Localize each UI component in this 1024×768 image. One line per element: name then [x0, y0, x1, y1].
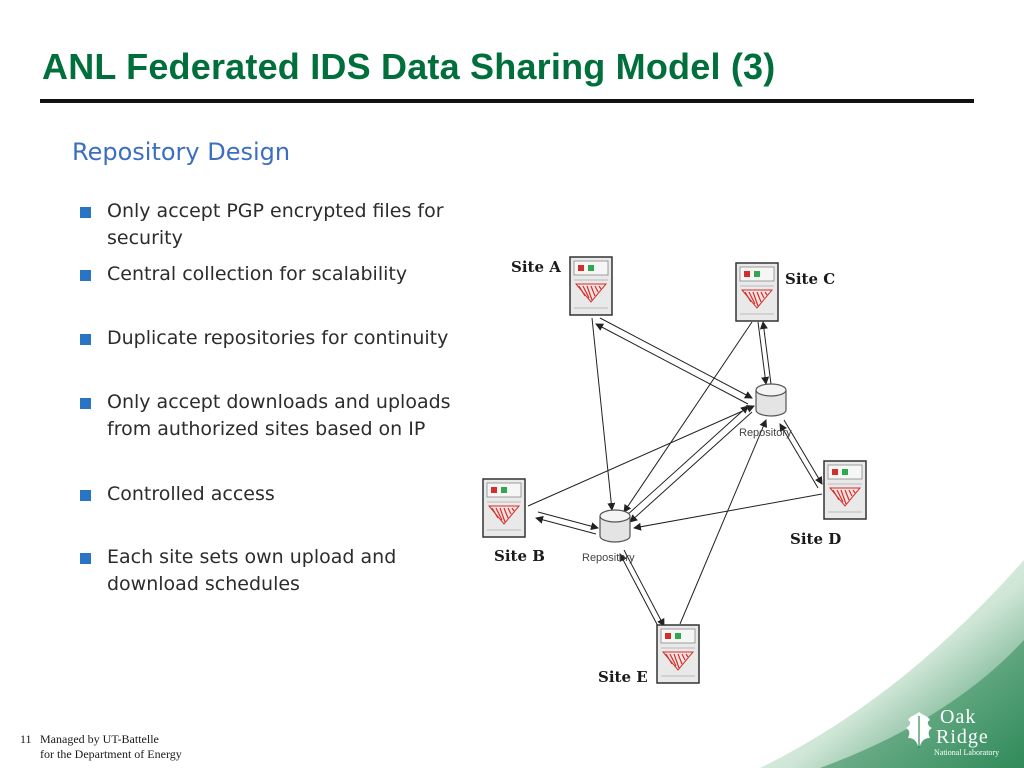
bullet-square-icon [80, 553, 91, 564]
site-c-label: Site C [785, 270, 835, 288]
title-divider [40, 99, 974, 103]
slide-title: ANL Federated IDS Data Sharing Model (3) [42, 46, 776, 87]
bullet-square-icon [80, 270, 91, 281]
logo-text-ridge: Ridge [936, 726, 989, 748]
site-e-label: Site E [598, 668, 648, 686]
logo-text-oak: Oak [940, 706, 977, 728]
repository-network-diagram: Site A Site C Site B Site D Site E Repos… [482, 256, 867, 686]
bullet-text: Central collection for scalability [107, 263, 408, 285]
site-e-server-icon [656, 624, 700, 684]
site-b-server-icon [482, 478, 526, 538]
ornl-logo: Oak Ridge National Laboratory [904, 706, 1016, 762]
site-a-label: Site A [511, 258, 561, 276]
logo-text-sub: National Laboratory [934, 748, 1000, 757]
site-d-server-icon [823, 460, 867, 520]
repository-2-icon [599, 509, 631, 543]
repository-2-label: Repository [582, 552, 635, 564]
slide-number: 11 [20, 732, 32, 746]
bullet-text: Each site sets own upload and download s… [107, 546, 397, 595]
site-c-server-icon [735, 262, 779, 322]
oak-leaf-icon [906, 712, 932, 748]
bullet-square-icon [80, 207, 91, 218]
site-d-label: Site D [790, 530, 841, 548]
bullet-square-icon [80, 490, 91, 501]
footer-line-2: for the Department of Energy [40, 747, 182, 761]
repository-1-icon [755, 383, 787, 417]
bullet-square-icon [80, 334, 91, 345]
section-heading: Repository Design [72, 138, 291, 166]
bullet-text: Controlled access [107, 483, 275, 505]
site-b-label: Site B [494, 547, 545, 565]
repository-1-label: Repository [739, 427, 792, 439]
site-a-server-icon [569, 256, 613, 316]
connection-lines [527, 317, 823, 631]
bullet-square-icon [80, 398, 91, 409]
bullet-text: Only accept downloads and uploads from a… [107, 391, 451, 440]
footer-line-1: Managed by UT-Battelle [40, 732, 159, 746]
bullet-text: Only accept PGP encrypted files for secu… [107, 200, 444, 249]
bullet-text: Duplicate repositories for continuity [107, 327, 449, 349]
